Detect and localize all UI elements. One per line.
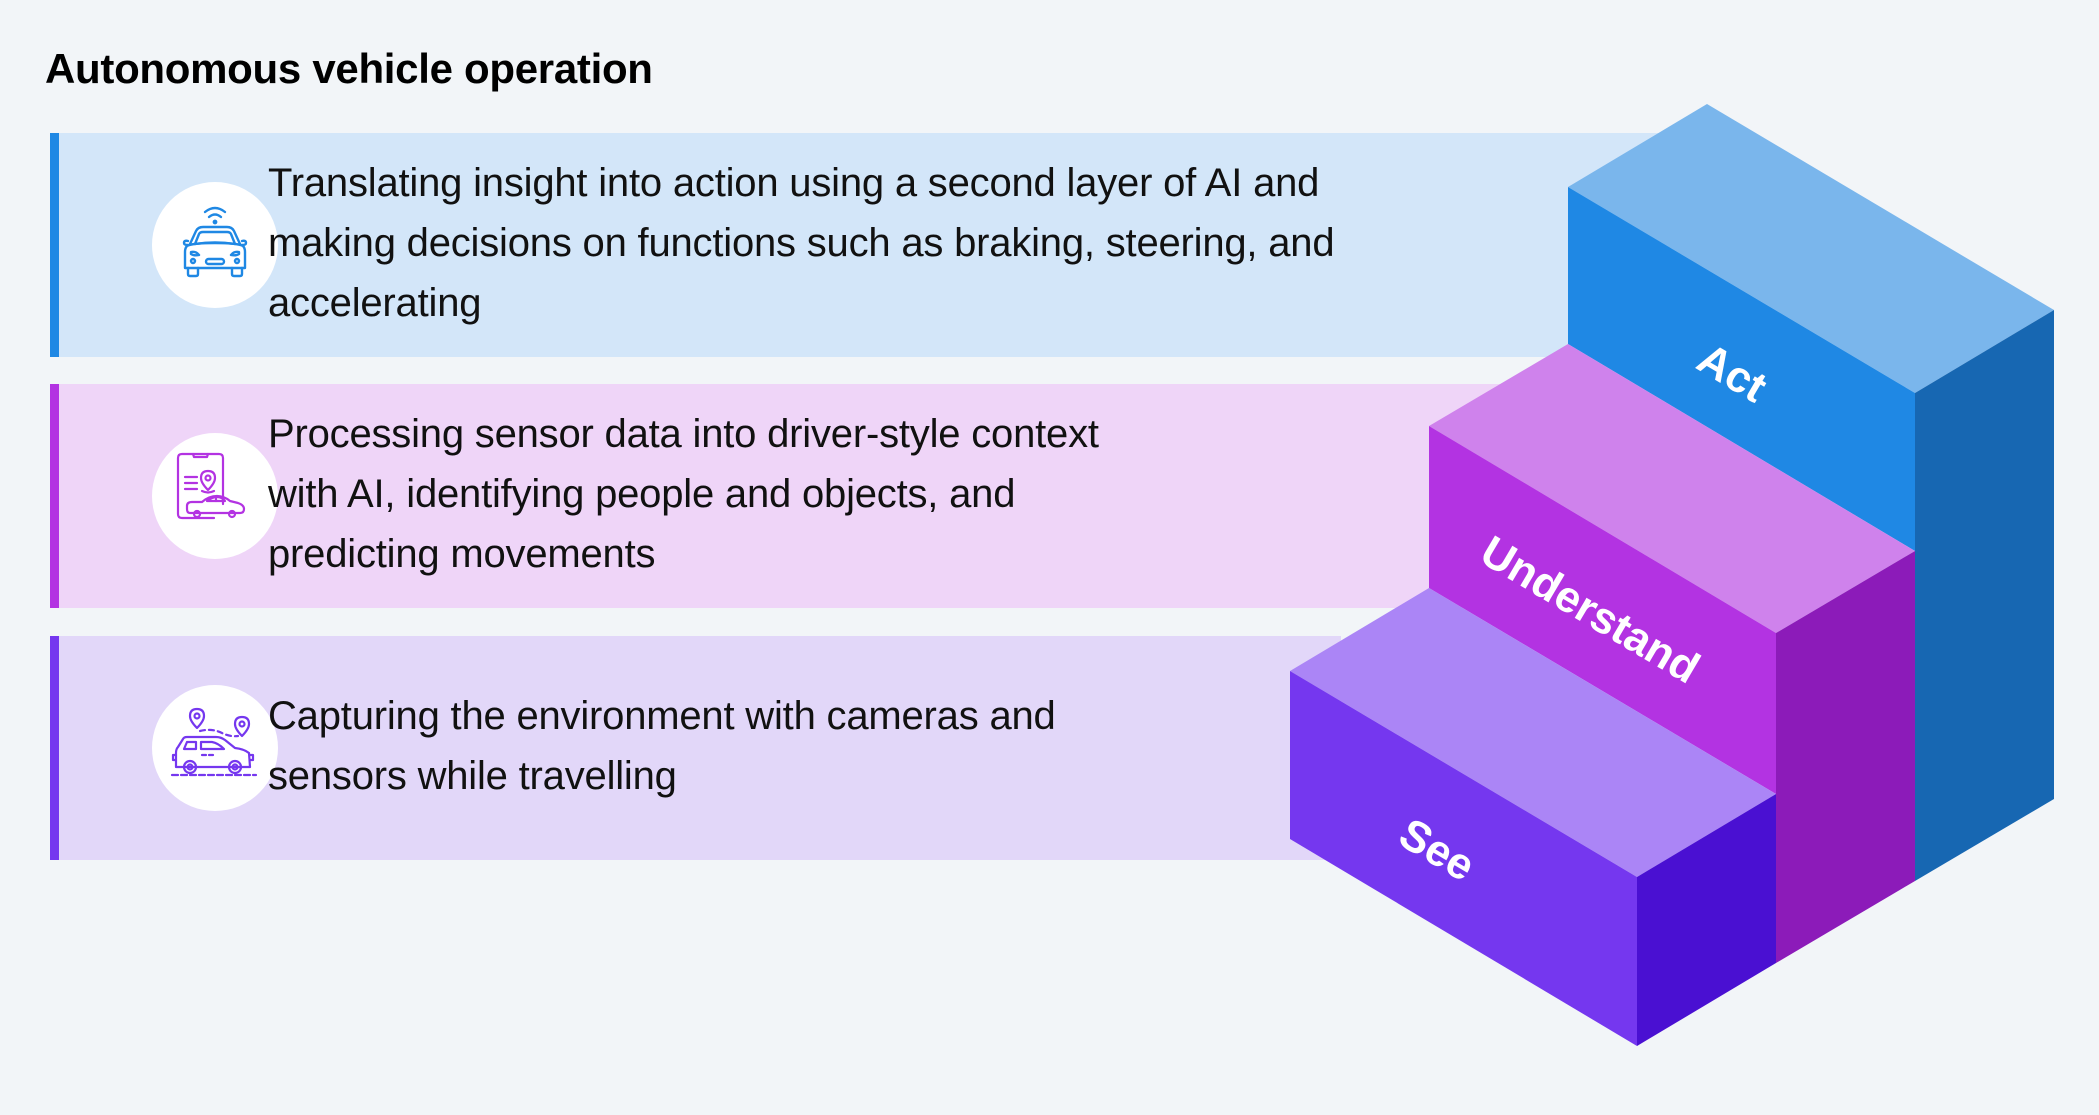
icon-circle bbox=[152, 433, 278, 559]
panel-description: Processing sensor data into driver-style… bbox=[268, 404, 1510, 584]
step-act-front-face bbox=[1568, 187, 1915, 551]
panel-description: Capturing the environment with cameras a… bbox=[268, 686, 1301, 806]
text-line: with AI, identifying people and objects,… bbox=[268, 472, 1016, 516]
step-understand-front-face bbox=[1429, 426, 1776, 794]
icon-circle bbox=[152, 182, 278, 308]
text-line: predicting movements bbox=[268, 532, 656, 576]
step-see-side-face bbox=[1637, 794, 1776, 1046]
panel-understand: Processing sensor data into driver-style… bbox=[50, 384, 1550, 608]
accent-bar bbox=[50, 636, 59, 860]
text-line: sensors while travelling bbox=[268, 754, 677, 798]
text-line: Capturing the environment with cameras a… bbox=[268, 694, 1056, 738]
step-see-front-face bbox=[1290, 671, 1637, 1046]
step-act-side-face bbox=[1915, 310, 2054, 881]
text-line: Processing sensor data into driver-style… bbox=[268, 412, 1099, 456]
step-see-top-face bbox=[1290, 588, 1776, 877]
accent-bar bbox=[50, 384, 59, 608]
step-understand-side-face bbox=[1776, 551, 1915, 963]
panel-see: Capturing the environment with cameras a… bbox=[50, 636, 1341, 860]
text-line: Translating insight into action using a … bbox=[268, 161, 1320, 205]
panel-act: Translating insight into action using a … bbox=[50, 133, 1670, 357]
step-see bbox=[1290, 588, 1776, 1046]
car-route-icon bbox=[170, 707, 258, 777]
panel-description: Translating insight into action using a … bbox=[268, 153, 1630, 333]
accent-bar bbox=[50, 133, 59, 357]
icon-circle bbox=[152, 685, 278, 811]
connected-car-icon bbox=[182, 206, 248, 278]
phone-car-location-icon bbox=[176, 452, 246, 520]
page-title: Autonomous vehicle operation bbox=[45, 45, 653, 92]
step-understand-top-face bbox=[1429, 344, 1915, 633]
step-understand bbox=[1429, 344, 1915, 963]
text-line: making decisions on functions such as br… bbox=[268, 221, 1335, 265]
text-line: accelerating bbox=[268, 281, 482, 325]
step-act bbox=[1568, 104, 2054, 881]
step-act-top-face bbox=[1568, 104, 2054, 393]
